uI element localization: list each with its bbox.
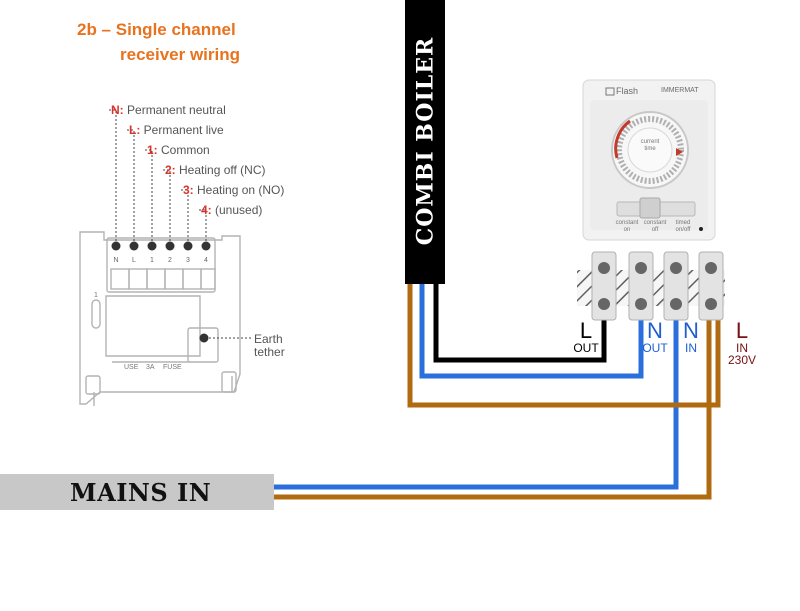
terminal-desc-2: 2: Heating off (NC) — [165, 163, 266, 177]
wire-label-small: OUT — [573, 341, 599, 355]
terminal-desc-1: 1: Common — [147, 143, 210, 157]
timer-switch-label-1: constant on — [615, 220, 639, 233]
terminal-key: 2: — [165, 163, 176, 177]
mains-live-wire — [274, 315, 712, 500]
terminal-key: N: — [111, 103, 124, 117]
terminal-key: 4: — [201, 203, 212, 217]
timer-dial-text-2: time — [644, 146, 656, 152]
diagram-heading-line-2: receiver wiring — [120, 45, 241, 64]
wire-label-n-in: N IN — [678, 318, 704, 355]
wire-label-volt: 230V — [727, 353, 757, 367]
receiver-terminal-mark: 4 — [204, 257, 208, 264]
wire-label-big: N — [647, 318, 663, 343]
wire-label-small: OUT — [642, 341, 668, 355]
diagram-heading-line-1: 2b – Single channel — [77, 20, 236, 39]
wire-label-big: L — [579, 318, 593, 343]
terminal-block-n-out — [628, 251, 654, 321]
mains-in-label: MAINS IN — [70, 478, 212, 507]
receiver-terminal-mark: 3 — [186, 257, 190, 264]
boiler-live-wire — [407, 282, 721, 408]
terminal-desc-4: 4: (unused) — [201, 203, 262, 217]
terminal-desc-text: Heating off (NC) — [179, 163, 266, 177]
terminal-desc-text: Permanent neutral — [127, 103, 226, 117]
receiver-fuse-text-1: USE — [124, 364, 139, 371]
wire-label-small: IN — [736, 341, 748, 355]
combi-boiler-bar — [405, 0, 445, 284]
receiver-side-mark: 1 — [94, 292, 98, 299]
boiler-switched-live-wire — [433, 282, 607, 363]
receiver-fuse-text-2: 3A — [146, 364, 155, 371]
terminal-blocks — [591, 251, 724, 321]
terminal-desc-n: N: Permanent neutral — [111, 103, 226, 117]
timer-switch-label-3: timed on/off — [675, 220, 691, 233]
wire-label-l-in: L IN 230V — [724, 318, 760, 367]
mains-neutral-wire — [274, 315, 679, 490]
wire-label-small: IN — [685, 341, 697, 355]
terminal-desc-text: Heating on (NO) — [197, 183, 285, 197]
terminal-key: 1: — [147, 143, 158, 157]
mains-bar — [0, 474, 274, 510]
receiver-fuse-text-3: FUSE — [163, 364, 182, 371]
receiver-terminal-screws — [111, 241, 211, 343]
terminal-desc-text: Common — [161, 143, 210, 157]
immersion-timer — [582, 79, 716, 241]
terminal-block-l-out — [591, 251, 617, 321]
terminal-key: L: — [129, 123, 141, 137]
terminal-desc-3: 3: Heating on (NO) — [183, 183, 284, 197]
terminal-block-l-in — [698, 251, 724, 321]
receiver-terminal-mark: N — [113, 257, 119, 264]
timer-brand: Flash — [616, 86, 639, 96]
receiver-terminal-mark: 1 — [150, 257, 154, 264]
terminal-desc-text: (unused) — [215, 203, 263, 217]
terminal-desc-text: Permanent live — [143, 123, 224, 137]
receiver-backplate — [79, 231, 241, 406]
wire-label-big: L — [735, 318, 749, 343]
receiver-terminal-mark: 2 — [168, 257, 172, 264]
timer-model: IMMERMAT — [661, 87, 699, 94]
terminal-block-n-in — [663, 251, 689, 321]
wire-label-n-out: N OUT — [640, 318, 670, 355]
wire-label-l-out: L OUT — [566, 318, 606, 355]
timer-switch-label-2: constant off — [643, 220, 667, 233]
boiler-neutral-wire — [419, 282, 644, 379]
earth-label-line-2: tether — [254, 345, 285, 359]
terminal-desc-l: L: Permanent live — [129, 123, 224, 137]
terminal-key: 3: — [183, 183, 194, 197]
receiver-terminal-mark: L — [132, 257, 136, 264]
terminal-leader-lines — [108, 109, 252, 339]
combi-boiler-label-box: COMBI BOILER — [405, 0, 445, 282]
wire-label-big: N — [683, 318, 699, 343]
timer-dial-text-1: current — [640, 139, 660, 145]
flash-logo-icon — [605, 87, 615, 96]
earth-label-line-1: Earth — [254, 332, 283, 346]
combi-boiler-label: COMBI BOILER — [412, 36, 438, 246]
